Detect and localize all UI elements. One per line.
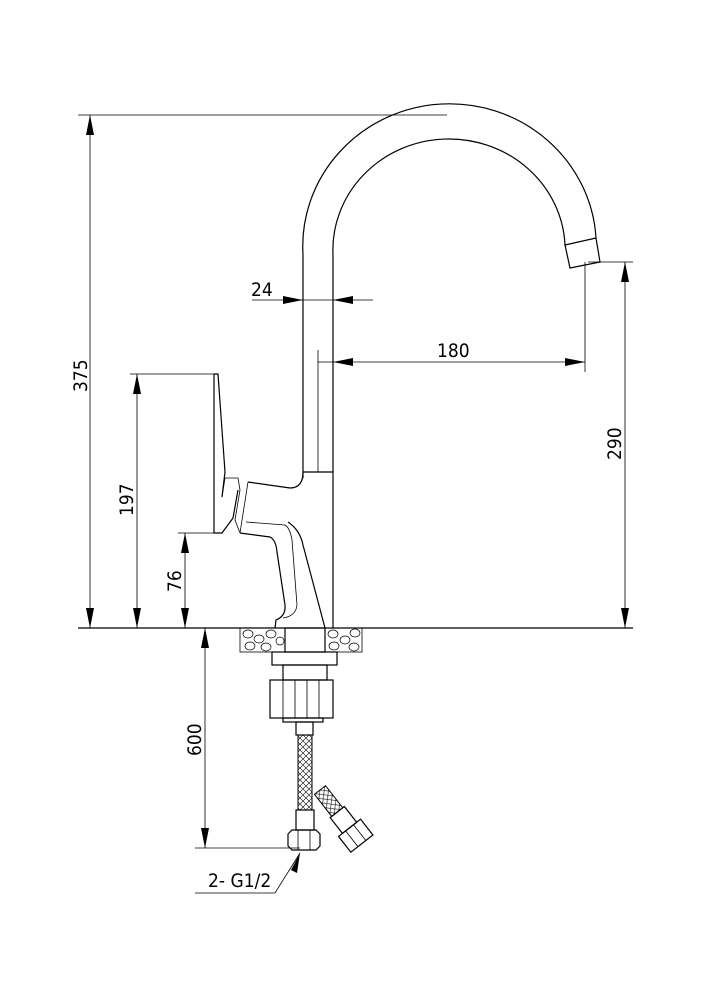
dimension-spout-diameter: 24	[251, 279, 373, 304]
dimension-spout-height: 290	[588, 261, 633, 628]
spout	[302, 103, 601, 478]
dimension-label: 180	[437, 340, 470, 362]
dimension-label: 76	[164, 570, 186, 592]
connection-callout: 2- G1/2	[195, 852, 301, 894]
connection-label: 2- G1/2	[208, 870, 271, 892]
aerator	[564, 237, 601, 269]
dimension-total-height: 375	[70, 114, 447, 628]
faucet-body	[239, 350, 334, 629]
dimension-label: 600	[184, 723, 206, 756]
dimension-label: 197	[116, 483, 138, 516]
dimension-label: 290	[604, 427, 626, 460]
dimension-hose-length: 600	[184, 628, 300, 849]
countertop	[78, 627, 633, 653]
dimension-spout-reach: 180	[318, 262, 586, 372]
dimension-handle-height: 197	[116, 373, 214, 628]
dimension-body-height: 76	[164, 532, 214, 628]
dimension-label: 375	[70, 359, 92, 392]
dimension-label: 24	[251, 279, 273, 301]
supply-hoses	[287, 734, 374, 854]
lever-handle	[213, 373, 249, 534]
